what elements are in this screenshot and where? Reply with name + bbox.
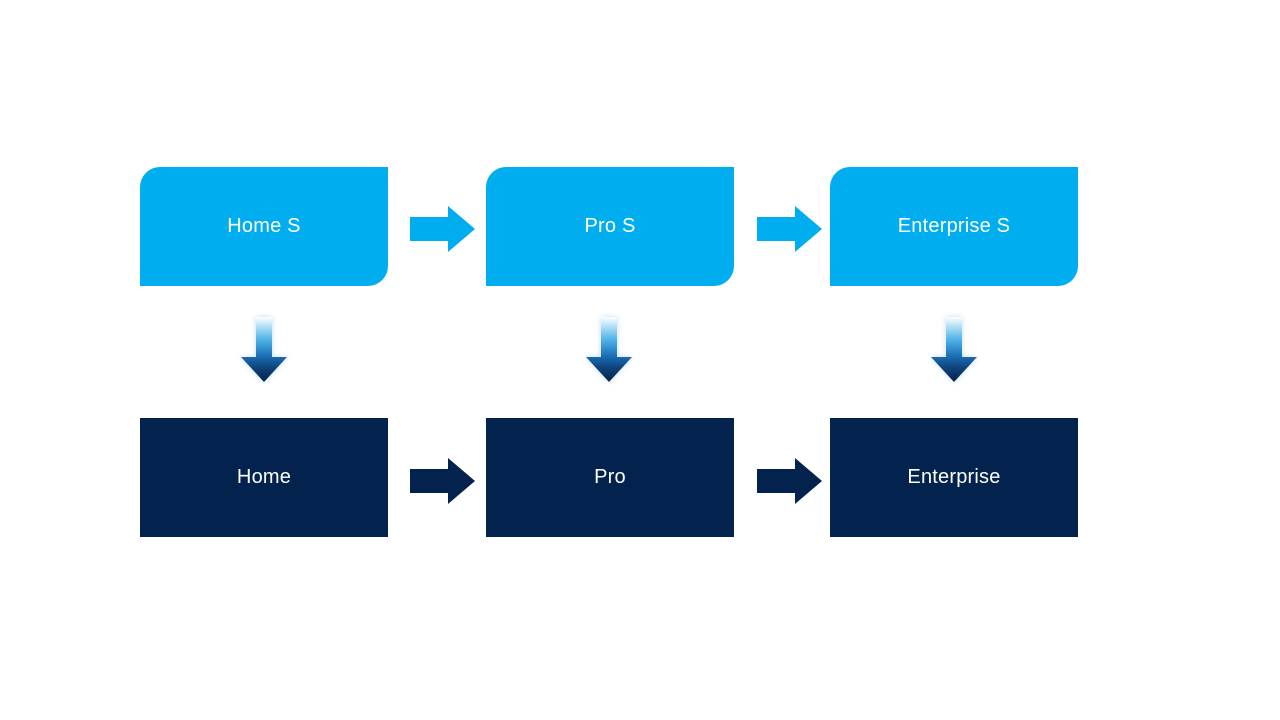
node-enterprise-s-label: Enterprise S xyxy=(897,215,1011,237)
node-pro-s-label: Pro S xyxy=(584,215,636,237)
node-home-s: Home S xyxy=(140,167,388,286)
down-arrow-icon-enterprise-s-to-enterprise xyxy=(931,317,977,382)
down-arrow-icon-pro-s-to-pro xyxy=(586,317,632,382)
down-arrow-icon-home-s-to-home xyxy=(241,317,287,382)
right-arrow-icon-pro-s-to-enterprise-s xyxy=(757,206,822,252)
right-arrow-icon-home-to-pro xyxy=(410,458,475,504)
right-arrow-icon-pro-to-enterprise xyxy=(757,458,822,504)
right-arrow-icon-home-s-to-pro-s xyxy=(410,206,475,252)
node-pro-label: Pro xyxy=(594,466,626,488)
node-enterprise-label: Enterprise xyxy=(907,466,1001,488)
node-home: Home xyxy=(140,418,388,537)
node-home-label: Home xyxy=(236,466,292,488)
node-enterprise-s: Enterprise S xyxy=(830,167,1078,286)
node-enterprise: Enterprise xyxy=(830,418,1078,537)
node-pro-s: Pro S xyxy=(486,167,734,286)
node-pro: Pro xyxy=(486,418,734,537)
node-home-s-label: Home S xyxy=(227,215,301,237)
